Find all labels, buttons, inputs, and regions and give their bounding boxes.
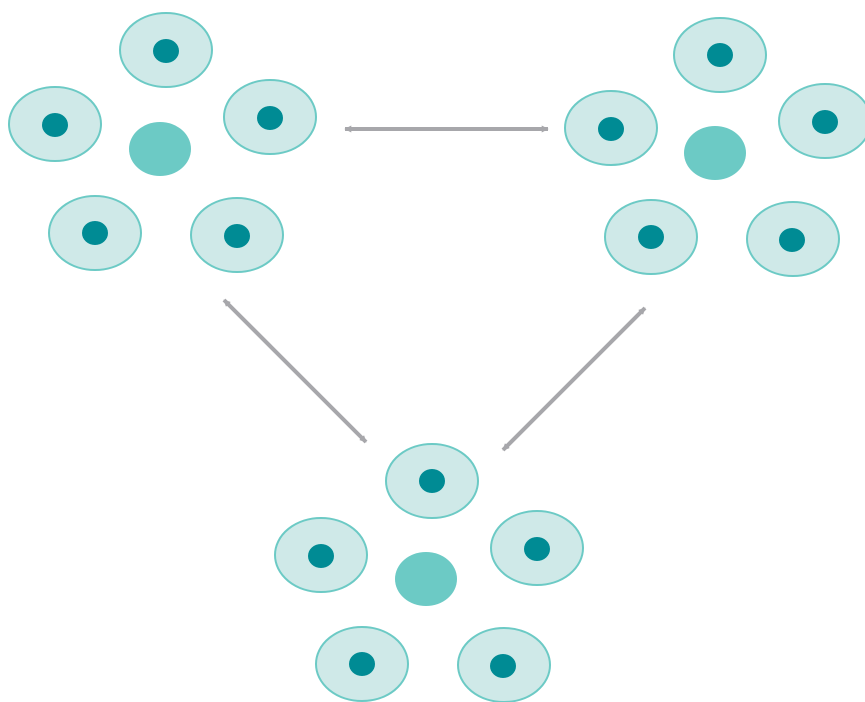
cell xyxy=(490,510,584,586)
cell-nucleus xyxy=(349,652,375,676)
cell xyxy=(190,197,284,273)
cell xyxy=(604,199,698,275)
cell-nucleus xyxy=(524,537,550,561)
cell xyxy=(223,79,317,155)
cell xyxy=(119,12,213,88)
cell-nucleus xyxy=(707,43,733,67)
cell xyxy=(457,627,551,702)
cell xyxy=(673,17,767,93)
cell xyxy=(385,443,479,519)
clusters-layer xyxy=(8,12,865,702)
cell-nucleus xyxy=(308,544,334,568)
cell-nucleus xyxy=(812,110,838,134)
arrow-top-left-to-bottom xyxy=(222,298,368,444)
cluster-top-right xyxy=(564,17,865,277)
arrows-layer xyxy=(222,125,647,452)
cell-nucleus xyxy=(224,224,250,248)
cell-nucleus xyxy=(42,113,68,137)
arrow-top-right-to-bottom xyxy=(501,306,647,452)
cell xyxy=(48,195,142,271)
cell-nucleus xyxy=(490,654,516,678)
cell xyxy=(274,517,368,593)
cell xyxy=(8,86,102,162)
cell xyxy=(778,83,865,159)
cell xyxy=(564,90,658,166)
cell xyxy=(315,626,409,702)
central-cell xyxy=(129,122,191,176)
central-cell xyxy=(684,126,746,180)
cluster-bottom xyxy=(274,443,584,702)
central-cell xyxy=(395,552,457,606)
cell-nucleus xyxy=(257,106,283,130)
cell-nucleus xyxy=(153,39,179,63)
cell-nucleus xyxy=(779,228,805,252)
cell-nucleus xyxy=(419,469,445,493)
cluster-top-left xyxy=(8,12,317,273)
cell-nucleus xyxy=(82,221,108,245)
cell-nucleus xyxy=(638,225,664,249)
cell-nucleus xyxy=(598,117,624,141)
cell xyxy=(746,201,840,277)
